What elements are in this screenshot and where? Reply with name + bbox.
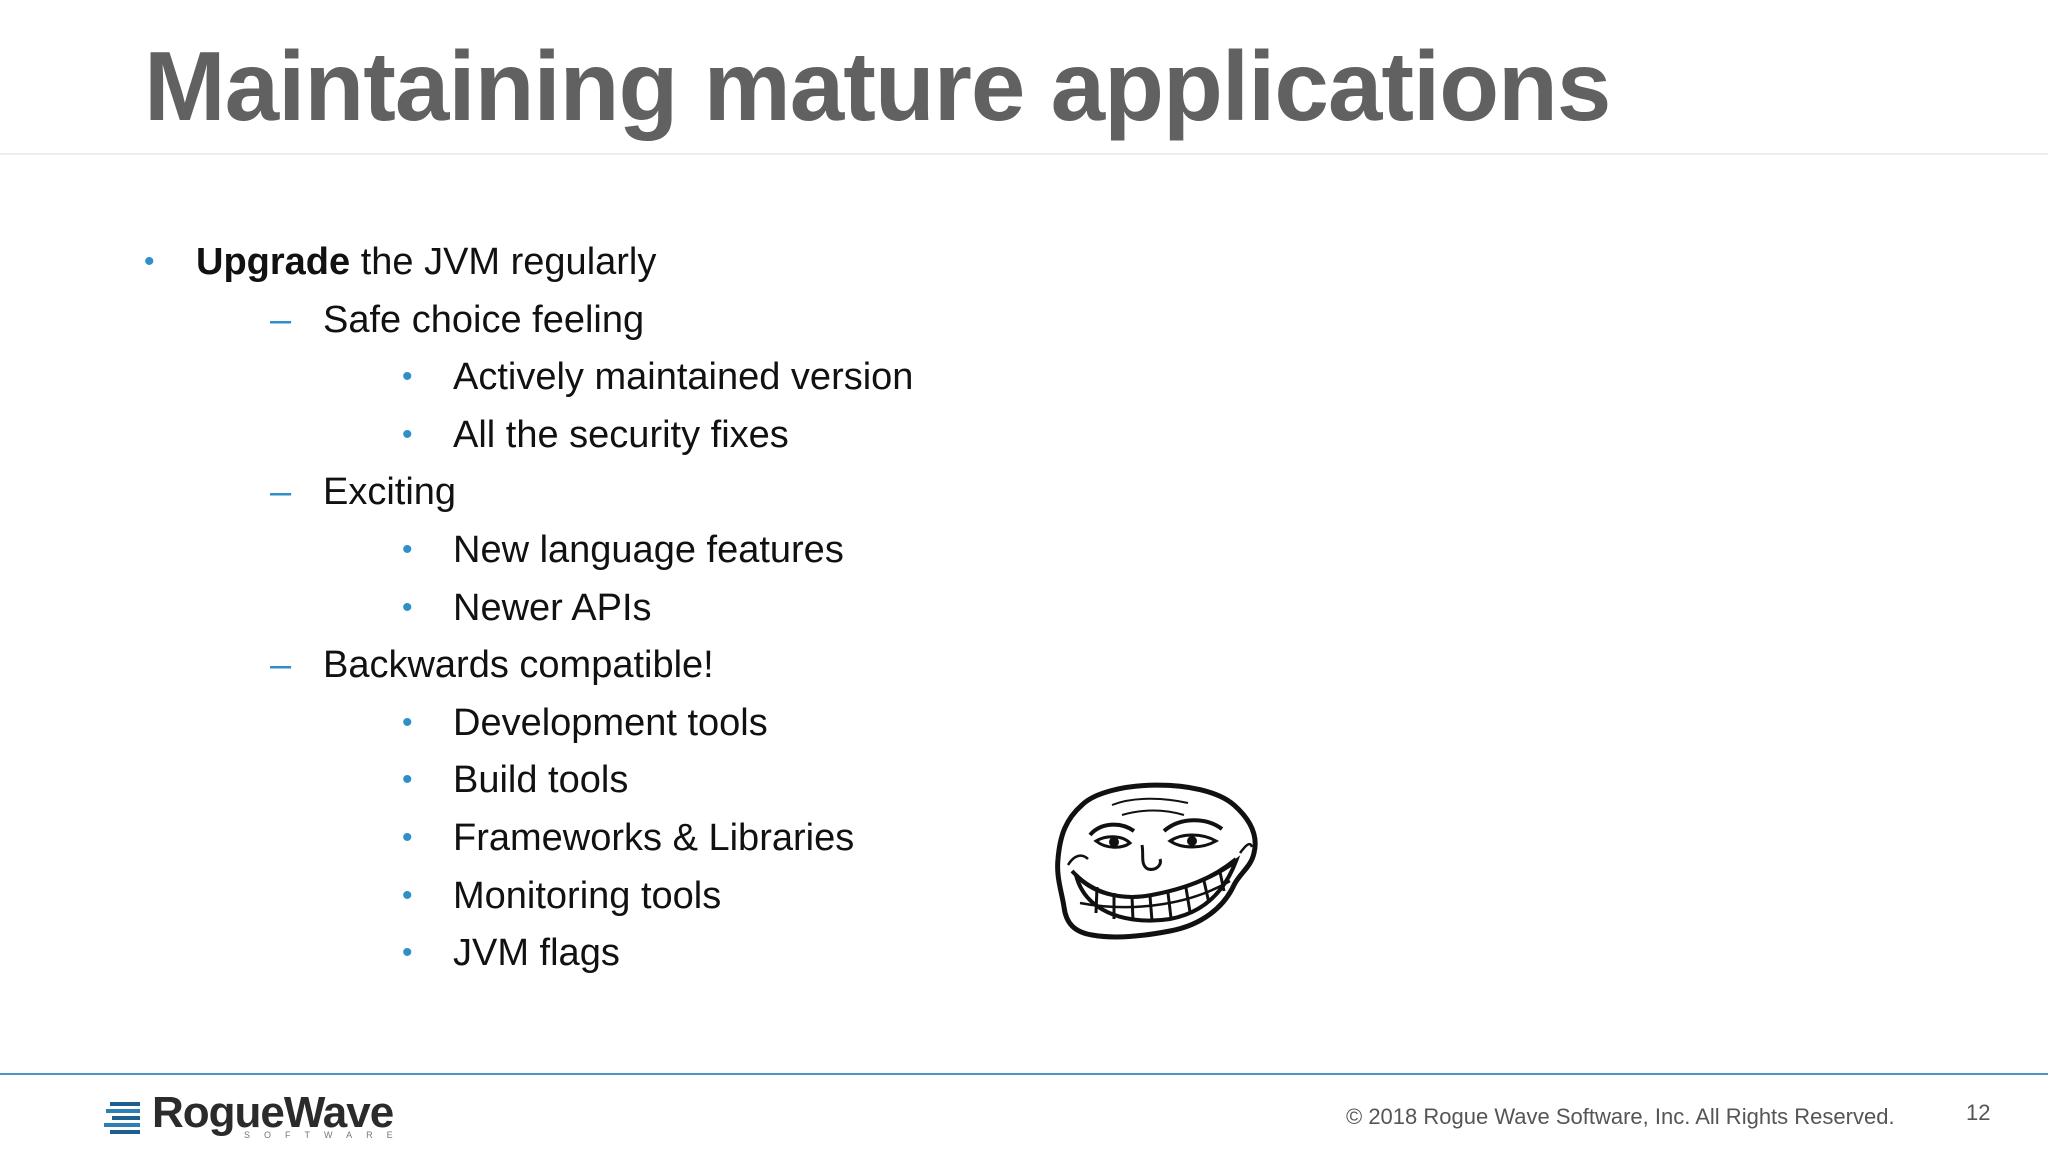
bullet-text: Monitoring tools [453, 868, 721, 924]
bullet-item-level-3: • Build tools [0, 752, 1000, 808]
bullet-text: Newer APIs [453, 580, 652, 636]
page-number: 12 [1966, 1100, 1991, 1125]
title-divider [0, 153, 2048, 155]
bullet-dash-icon: – [270, 644, 292, 687]
roguewave-logo: RogueWave SOFTWARE [104, 1088, 394, 1142]
bullet-bold-keyword: Upgrade [196, 241, 351, 283]
bullet-text-body: Frameworks & Libraries [453, 817, 855, 859]
bullet-item-level-3: • Actively maintained version [0, 349, 1000, 405]
bullet-item-level-1: • Upgrade the JVM regularly [0, 234, 1000, 290]
bullet-text: Build tools [453, 752, 628, 808]
bullet-text: All the security fixes [453, 407, 789, 463]
bullet-text-body: Development tools [453, 701, 768, 744]
bullet-text-body: New language features [453, 529, 844, 571]
bullet-text-body: All the security fixes [453, 413, 789, 456]
bullet-item-level-3: • Monitoring tools [0, 868, 1000, 924]
roguewave-logo-icon [104, 1102, 140, 1134]
bullet-item-level-3: • New language features [0, 522, 1000, 578]
bullet-item-level-3: • JVM flags [0, 925, 1000, 981]
bullet-text-body: Safe choice feeling [323, 298, 645, 341]
bullet-dot-icon: • [402, 821, 413, 854]
bullet-text-body: Build tools [453, 759, 629, 802]
bullet-dot-icon: • [402, 360, 413, 394]
bullet-item-level-3: • All the security fixes [0, 407, 1000, 463]
bullet-item-level-2: –Safe choice feeling [0, 292, 1000, 348]
footer-divider [0, 1073, 2048, 1075]
bullet-text: Safe choice feeling [323, 292, 644, 348]
bullet-text: Exciting [323, 464, 456, 520]
bullet-dot-icon: • [402, 417, 413, 451]
bullet-item-level-2: –Exciting [0, 464, 1000, 520]
bullet-dot-icon: • [402, 878, 413, 912]
bullet-dot-icon: • [402, 763, 413, 797]
bullet-text-body: the JVM regularly [350, 241, 657, 283]
bullet-text: JVM flags [453, 925, 620, 981]
troll-face-icon [1055, 782, 1258, 940]
bullet-text: Actively maintained version [453, 349, 913, 405]
bullet-item-level-2: –Backwards compatible! [0, 637, 1000, 693]
bullet-text-body: Actively maintained version [453, 356, 914, 399]
bullet-text: Upgrade the JVM regularly [196, 234, 656, 290]
logo-subtext: SOFTWARE [244, 1130, 407, 1140]
slide-title: Maintaining mature applications [144, 31, 1611, 141]
bullet-dot-icon: • [402, 705, 413, 739]
bullet-text-body: Backwards compatible! [323, 644, 714, 687]
bullet-text: New language features [453, 522, 844, 578]
bullet-item-level-3: • Development tools [0, 695, 1000, 751]
bullet-dot-icon: • [402, 533, 413, 566]
logo-wordmark: RogueWave [152, 1088, 394, 1137]
bullet-text-body: Monitoring tools [453, 874, 722, 917]
bullet-dash-icon: – [270, 471, 292, 514]
bullet-text: Development tools [453, 695, 768, 751]
bullet-text: Frameworks & Libraries [453, 810, 854, 866]
bullet-item-level-3: • Frameworks & Libraries [0, 810, 1000, 866]
bullet-text-body: Newer APIs [453, 586, 652, 629]
bullet-dot-icon: • [144, 245, 155, 278]
bullet-text-body: Exciting [323, 471, 457, 514]
bullet-item-level-3: • Newer APIs [0, 580, 1000, 636]
copyright-notice: © 2018 Rogue Wave Software, Inc. All Rig… [1346, 1104, 1895, 1129]
bullet-dot-icon: • [402, 590, 413, 624]
bullet-dash-icon: – [270, 298, 292, 341]
bullet-text-body: JVM flags [453, 932, 620, 975]
bullet-dot-icon: • [402, 936, 413, 970]
bullet-text: Backwards compatible! [323, 637, 714, 693]
